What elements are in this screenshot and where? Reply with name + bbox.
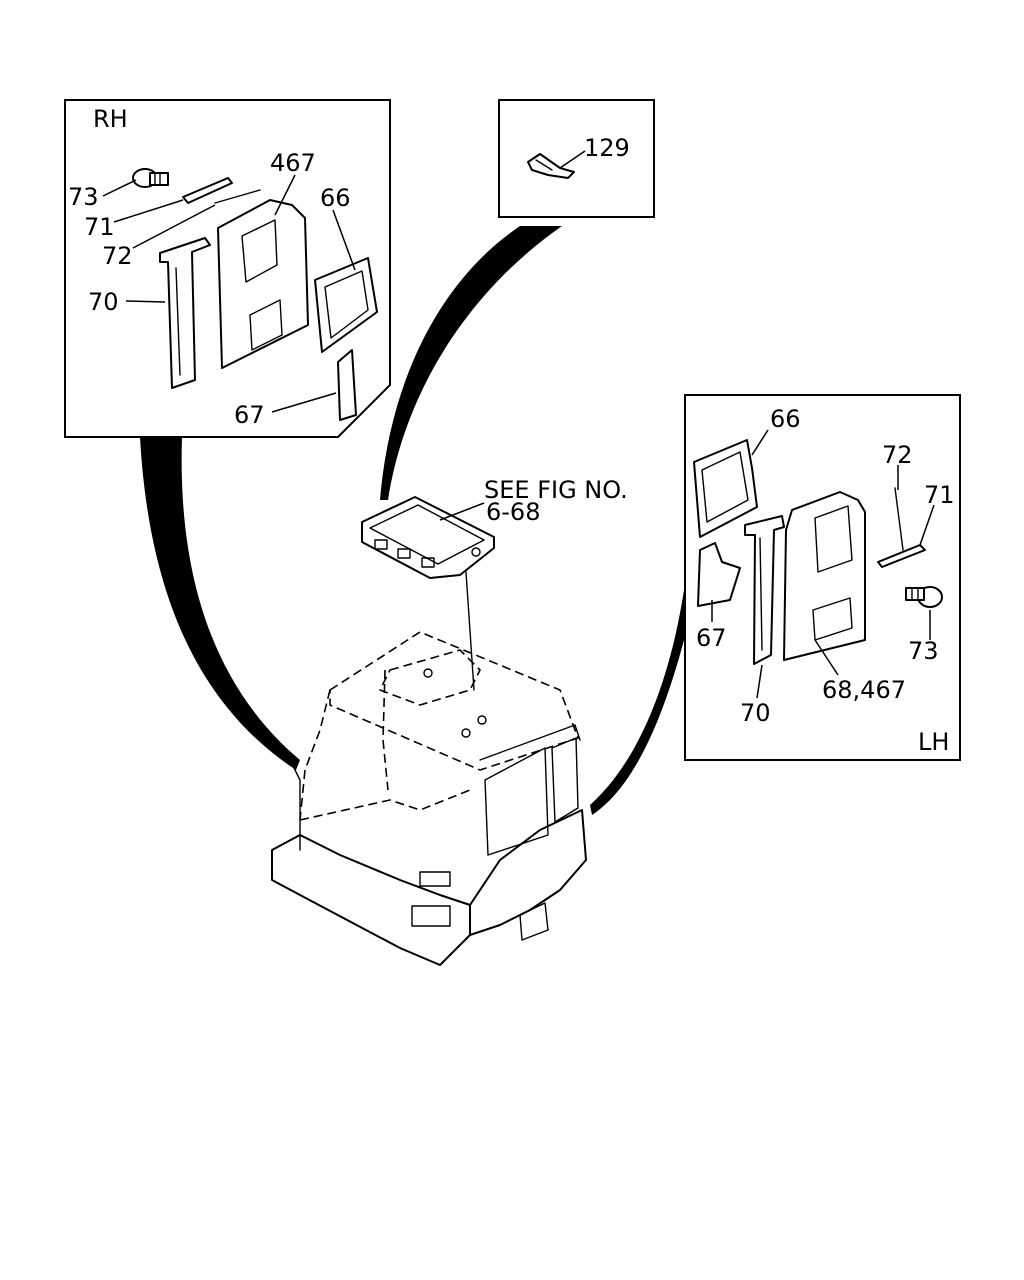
inset-top: 129 bbox=[498, 99, 655, 218]
arc-top-to-roof bbox=[380, 226, 562, 500]
part-71-bracket-rh bbox=[182, 177, 233, 204]
callout-lh-68-467: 68,467 bbox=[822, 676, 906, 704]
callout-rh-67: 67 bbox=[234, 401, 265, 429]
inset-rh-side-label: RH bbox=[93, 105, 128, 133]
part-66-glass-lh bbox=[693, 439, 758, 538]
part-73-bolt-rh bbox=[132, 168, 169, 188]
roof-panel-group: SEE FIG NO. 6-68 bbox=[361, 476, 628, 691]
inset-lh: 66 72 71 67 73 68,467 70 LH bbox=[684, 394, 961, 761]
see-fig-line1: SEE FIG NO. bbox=[484, 476, 628, 504]
callout-top-129: 129 bbox=[584, 134, 630, 162]
roof-panel bbox=[361, 496, 495, 579]
callout-lh-66: 66 bbox=[770, 405, 801, 433]
inset-rh: RH 467 66 73 71 bbox=[64, 99, 391, 438]
part-467-panel-rh bbox=[217, 199, 309, 369]
callout-lh-72: 72 bbox=[882, 441, 913, 469]
callout-rh-71: 71 bbox=[84, 213, 115, 241]
cab-front-bumper bbox=[271, 834, 471, 966]
callout-lh-71: 71 bbox=[924, 481, 955, 509]
arc-rh-to-cab bbox=[140, 437, 300, 770]
part-71-bracket-lh bbox=[877, 544, 926, 568]
callout-lh-70: 70 bbox=[740, 699, 771, 727]
callout-rh-72: 72 bbox=[102, 242, 133, 270]
callout-rh-467: 467 bbox=[270, 149, 316, 177]
cab-headlamp bbox=[411, 905, 451, 927]
cab-back-wall bbox=[299, 789, 471, 821]
arc-lh-to-cab bbox=[590, 590, 684, 815]
cab-left-pillar bbox=[299, 669, 389, 821]
callout-rh-70: 70 bbox=[88, 288, 119, 316]
part-70-pillar-lh bbox=[744, 515, 785, 665]
cab-grille bbox=[419, 871, 451, 887]
part-68-467-panel-lh bbox=[783, 491, 866, 661]
part-73-bolt-lh bbox=[905, 586, 943, 608]
callout-rh-73: 73 bbox=[68, 183, 99, 211]
part-67-bracket-rh bbox=[337, 349, 357, 421]
cab-door-window bbox=[484, 747, 549, 856]
connector-arcs bbox=[140, 226, 684, 815]
part-67-bracket-lh bbox=[697, 542, 741, 607]
part-70-pillar-rh bbox=[159, 237, 211, 389]
inset-top-frame bbox=[498, 99, 655, 218]
cab-right-side bbox=[469, 809, 587, 936]
callout-lh-67: 67 bbox=[696, 624, 727, 652]
part-72-strip-rh bbox=[214, 189, 261, 204]
inset-lh-side-label: LH bbox=[918, 728, 949, 756]
see-fig-line2: 6-68 bbox=[486, 498, 540, 526]
cab-body bbox=[271, 631, 587, 966]
callout-lh-73: 73 bbox=[908, 637, 939, 665]
part-129-clip bbox=[527, 153, 575, 179]
callout-rh-66: 66 bbox=[320, 184, 351, 212]
part-72-strip-lh bbox=[894, 487, 904, 551]
cab-roof-outline bbox=[329, 631, 579, 771]
